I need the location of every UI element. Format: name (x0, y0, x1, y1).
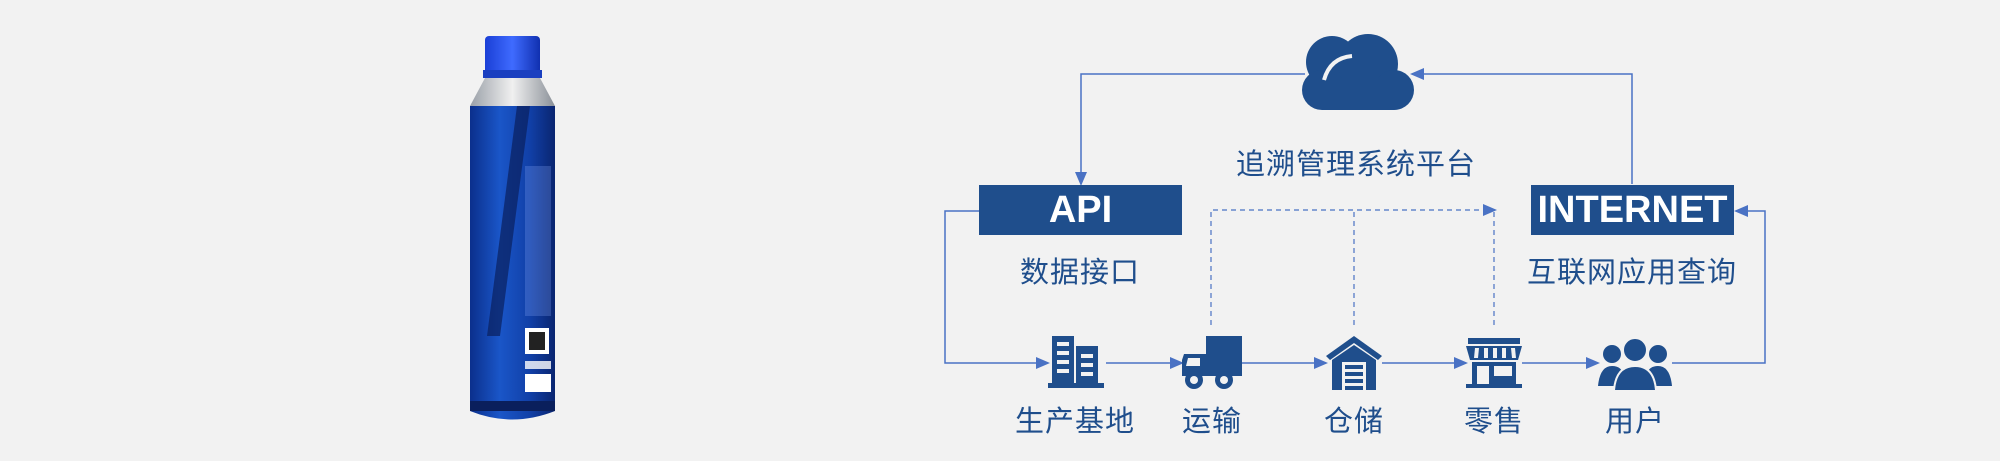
truck-icon (1182, 336, 1242, 389)
chain-label-warehouse: 仓储 (1323, 404, 1385, 438)
arrow-internet-to-platform (1410, 68, 1633, 184)
product-bottle-image (470, 36, 555, 420)
chain-label-users: 用户 (1604, 404, 1666, 438)
arrow-api-to-production (944, 210, 1050, 369)
chain-label-retail: 零售 (1463, 404, 1525, 438)
platform-label: 追溯管理系统平台 (1235, 147, 1477, 181)
api-box: API (979, 185, 1182, 235)
users-icon (1598, 337, 1672, 390)
warehouse-icon (1326, 336, 1382, 390)
chain-label-production: 生产基地 (1014, 404, 1136, 438)
internet-subtitle: 互联网应用查询 (1526, 255, 1738, 289)
chain-label-transport: 运输 (1181, 404, 1243, 438)
factory-icon (1048, 336, 1104, 388)
cloud-icon (1302, 34, 1414, 110)
store-icon (1466, 338, 1522, 388)
dashed-data-links (1210, 204, 1497, 325)
internet-box: INTERNET (1531, 185, 1734, 235)
api-subtitle: 数据接口 (1019, 255, 1141, 289)
internet-title: INTERNET (1537, 188, 1728, 231)
arrow-users-to-internet (1672, 205, 1766, 364)
api-title: API (1048, 188, 1113, 231)
arrow-platform-to-api (1075, 73, 1305, 186)
